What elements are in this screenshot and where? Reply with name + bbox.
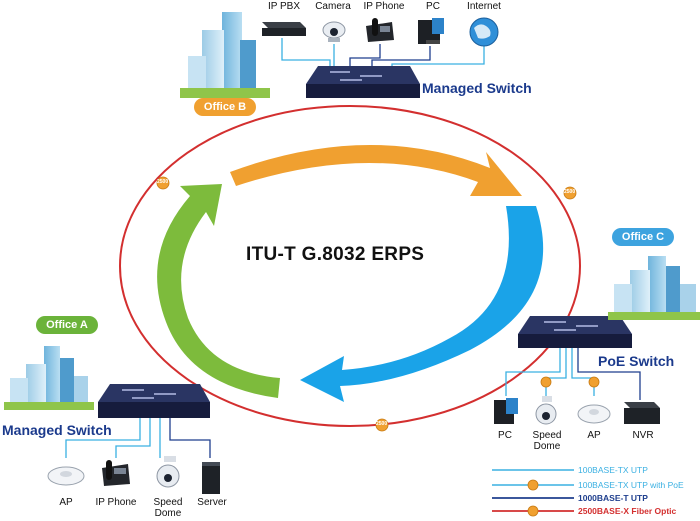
right-pc-icon xyxy=(494,398,518,424)
legend-lines xyxy=(492,469,574,517)
legend-item: 2500BASE-X Fiber Optic xyxy=(490,505,700,517)
diagram-title: ITU-T G.8032 ERPS xyxy=(246,244,425,265)
left-speed-dome-icon xyxy=(156,456,180,488)
legend-label: 100BASE-TX UTP xyxy=(578,465,648,475)
left-device-label: Server xyxy=(197,497,227,508)
ring-badge-1 xyxy=(156,176,170,190)
ring-badge-label: 2500 xyxy=(376,421,388,427)
left-server-icon xyxy=(202,462,220,494)
right-speed-dome-icon xyxy=(535,396,557,425)
green-arrow xyxy=(157,184,280,398)
right-ap-icon xyxy=(577,404,611,424)
top-device-label: Internet xyxy=(467,1,501,12)
right-device-label: AP xyxy=(587,430,601,441)
left-switch-label: Managed Switch xyxy=(2,422,112,438)
left-ap-icon xyxy=(47,466,85,486)
top-device-label: Camera xyxy=(315,1,351,12)
internet-globe-icon xyxy=(469,17,499,47)
office-c-buildings xyxy=(608,256,700,320)
left-device-links xyxy=(65,418,211,458)
top-managed-switch xyxy=(306,66,420,98)
top-device-label: PC xyxy=(426,1,440,12)
ring-badge-label: 2500 xyxy=(564,189,576,195)
poe-badge-1 xyxy=(540,376,552,388)
top-device-label: IP PBX xyxy=(267,1,301,12)
office-b-buildings xyxy=(180,12,270,98)
camera-icon xyxy=(322,21,346,42)
legend-label: 2500BASE-X Fiber Optic xyxy=(578,506,677,516)
legend-item: 100BASE-TX UTP with PoE xyxy=(490,479,700,491)
legend-label: 1000BASE-T UTP xyxy=(578,493,648,503)
legend-item: 100BASE-TX UTP xyxy=(490,464,700,476)
left-device-label: AP xyxy=(59,497,73,508)
blue-arrow xyxy=(300,206,544,402)
ring-badge-label: 2500 xyxy=(157,179,169,185)
ip-pbx-icon xyxy=(262,22,306,36)
office-b-badge: Office B xyxy=(194,98,256,116)
right-device-label: Speed Dome xyxy=(532,430,562,452)
ring-badge-2 xyxy=(563,186,577,200)
office-a-badge: Office A xyxy=(36,316,98,334)
right-nvr-icon xyxy=(624,402,660,424)
right-switch-label: PoE Switch xyxy=(598,353,675,369)
legend-label: 100BASE-TX UTP with PoE xyxy=(578,480,684,490)
orange-arrow xyxy=(230,144,522,196)
right-poe-switch xyxy=(518,316,632,348)
left-device-label: Speed Dome xyxy=(153,497,183,519)
pc-icon xyxy=(418,18,444,44)
right-device-label: PC xyxy=(498,430,512,441)
fiber-ring xyxy=(119,105,581,427)
office-c-badge: Office C xyxy=(612,228,674,246)
poe-badge-2 xyxy=(588,376,600,388)
top-device-label: IP Phone xyxy=(363,1,405,12)
right-device-label: NVR xyxy=(632,430,654,441)
top-device-links xyxy=(281,38,485,66)
ring-badge-3 xyxy=(375,418,389,432)
top-switch-label: Managed Switch xyxy=(422,80,532,96)
legend-item: 1000BASE-T UTP xyxy=(490,492,700,504)
office-a-buildings xyxy=(4,346,94,410)
ip-phone-icon xyxy=(366,18,394,42)
left-managed-switch xyxy=(98,384,210,418)
left-device-label: IP Phone xyxy=(95,497,137,508)
left-ip-phone-icon xyxy=(102,460,130,486)
